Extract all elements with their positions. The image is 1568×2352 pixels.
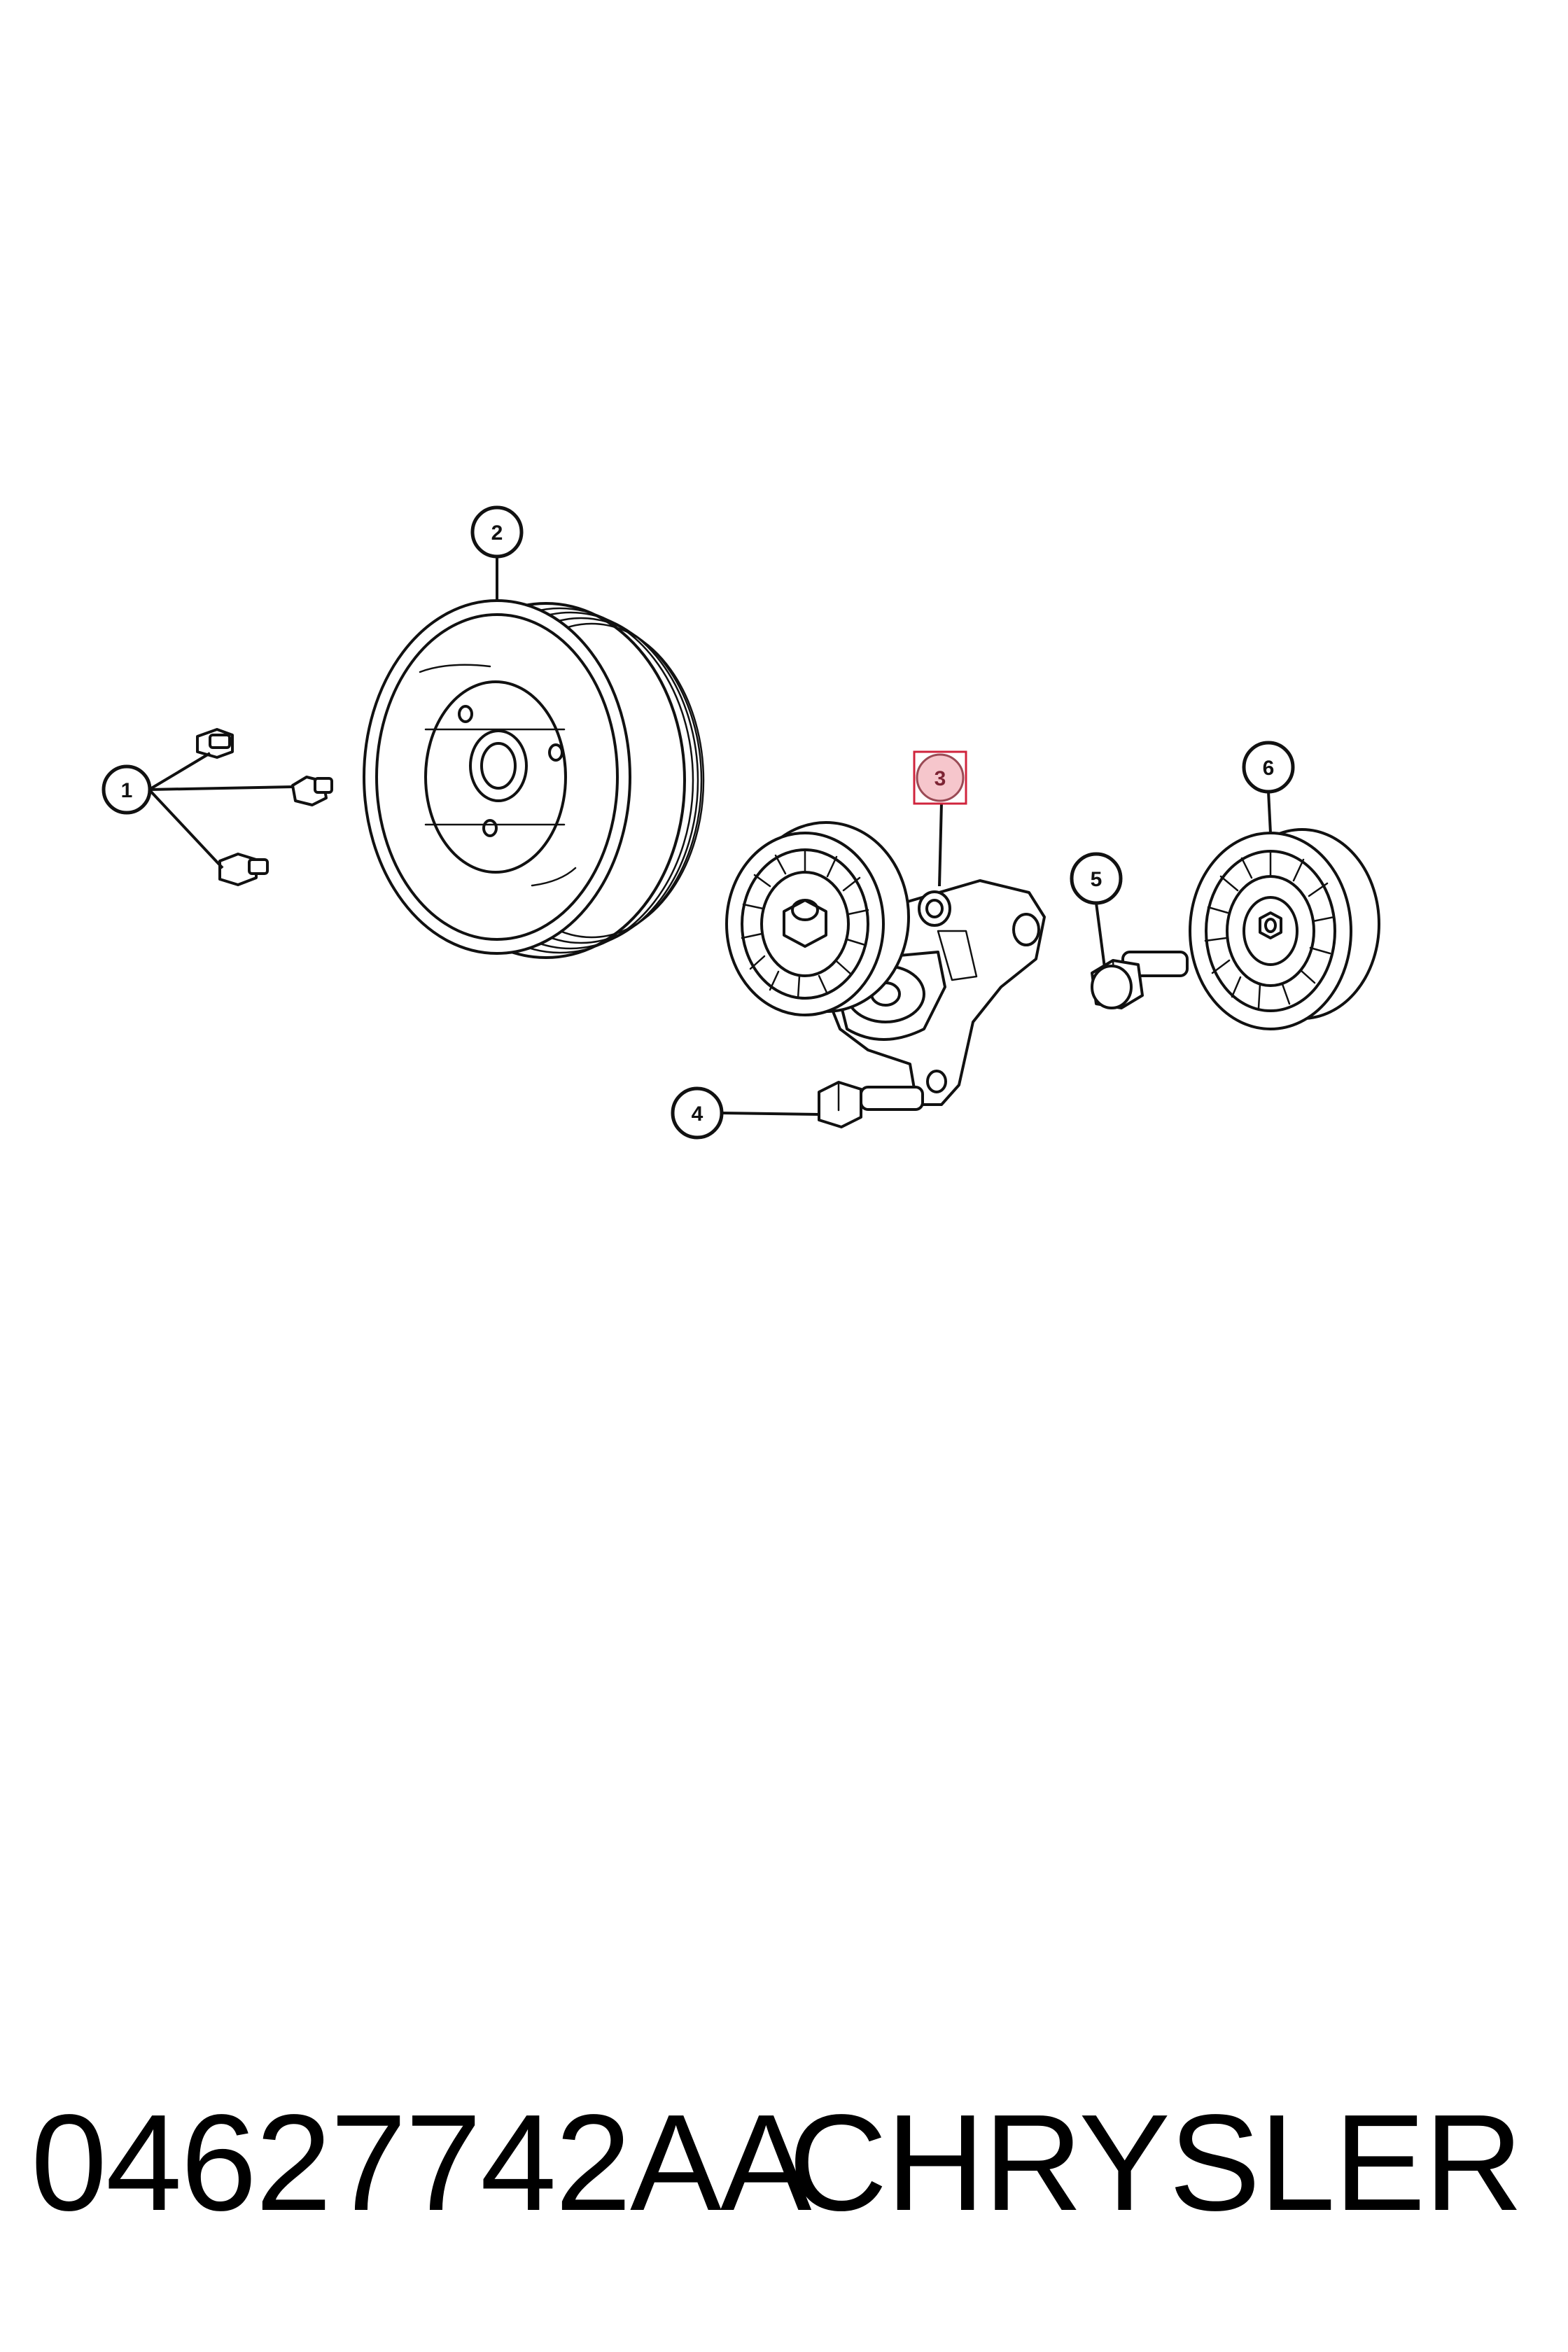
idler-bolt [1091,951,1189,1009]
callout-label: 3 [934,767,946,790]
bolt-icon [218,853,269,886]
belt-tensioner [725,821,1046,1106]
callout-label: 2 [491,522,503,545]
callout-3[interactable]: 3 [913,750,967,805]
callout-label: 6 [1263,757,1275,780]
bolt-icon [196,728,234,759]
callout-5: 5 [1070,852,1123,905]
callout-label: 5 [1091,868,1102,891]
callout-2: 2 [470,505,524,559]
bolt-set-1 [196,728,333,886]
brand-name: CHRYSLER [788,2086,1523,2239]
leader-lines [148,556,1272,1116]
callout-label: 1 [121,779,133,802]
callout-6: 6 [1242,741,1295,794]
part-number: 04627742AA [31,2086,812,2239]
callout-1: 1 [102,764,152,815]
idler-pulley [1189,828,1380,1030]
callout-label: 4 [692,1102,704,1126]
crankshaft-pulley [363,599,705,959]
callout-4: 4 [671,1086,724,1140]
bolt-icon [291,776,333,806]
tensioner-bolt [818,1081,924,1128]
footer: 04627742AA CHRYSLER [0,2072,1568,2254]
